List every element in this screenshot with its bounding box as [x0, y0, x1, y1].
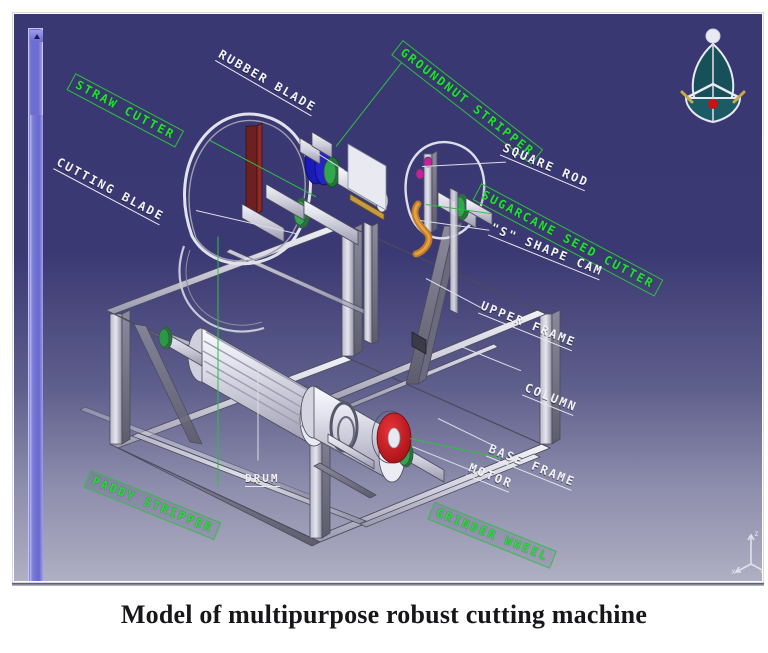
figure-caption: Model of multipurpose robust cutting mac… [120, 600, 648, 629]
axis-triad: x y z [731, 529, 762, 576]
leader-drum [257, 366, 259, 461]
cad-viewport[interactable]: STRAW CUTTER GROUNDNUT STRIPPER SUGARCAN… [14, 14, 762, 581]
label-drum-text: DRUM [245, 472, 280, 487]
viewport-bottom-edge [12, 583, 764, 586]
label-drum[interactable]: DRUM [245, 472, 280, 487]
scrollbar-thumb[interactable] [30, 115, 43, 581]
vertical-scrollbar[interactable] [28, 28, 43, 581]
axis-label-z: z [754, 529, 759, 538]
leader-paddy-stripper [217, 236, 219, 487]
cad-model [79, 112, 561, 547]
compass-widget[interactable] [670, 26, 756, 138]
axis-label-x: x [731, 567, 736, 576]
scroll-up-arrow-icon[interactable] [30, 30, 43, 42]
